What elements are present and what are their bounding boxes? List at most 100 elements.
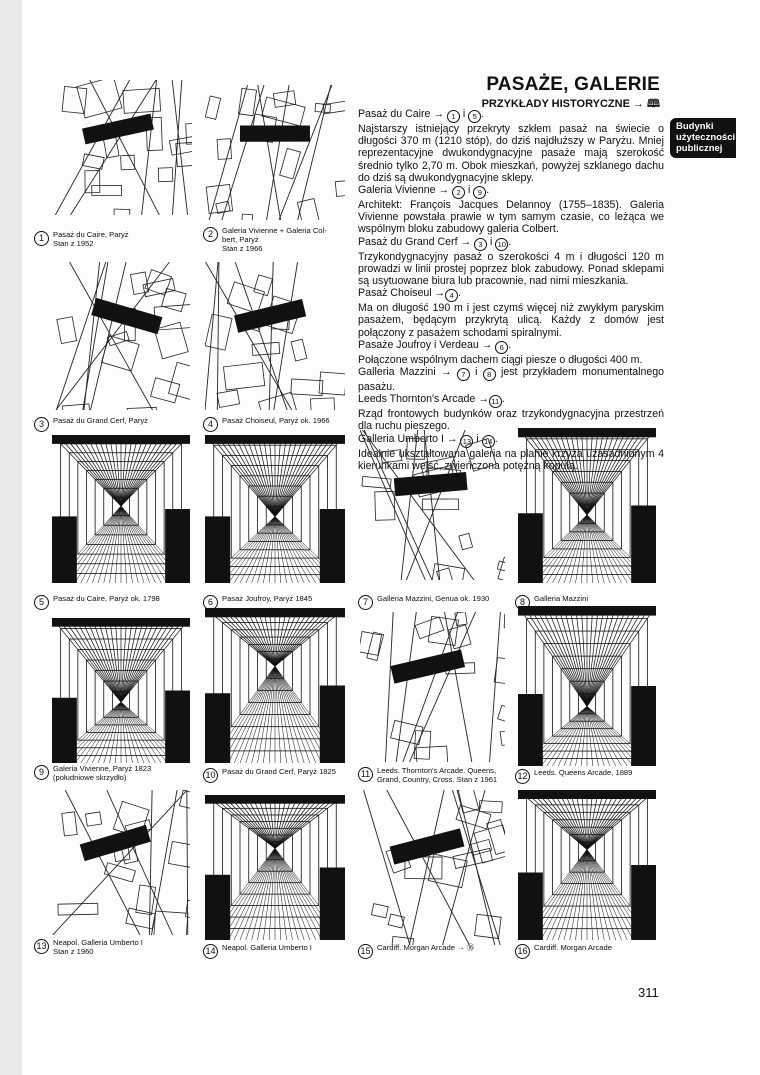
building-outline [374,490,396,521]
figure-caption-text: Galeria Vivienne + Galeria Col-bert, Par… [222,226,327,253]
arch-frame [77,649,165,741]
section-text: Architekt: François Jacques Delannoy (17… [358,199,664,236]
arch-frame [560,826,614,884]
figure-number: 14 [203,944,218,959]
site-plan-drawing [52,790,190,935]
caption-line: Pasaż Joufroy, Paryż 1845 [222,594,313,603]
caption-line: Galleria Mazzini [534,594,589,603]
page-subtitle: PRZYKŁADY HISTORYCZNE → 🕮 [481,98,660,110]
building-outline [150,377,181,404]
building-outline [427,615,459,646]
caption-line: Pasaż Choiseul, Paryż ok. 1966 [222,416,330,425]
arch-frame [552,819,622,896]
arch-frame [248,643,302,703]
site-plan-drawing [360,430,505,580]
section-text: Trzykondygnacyjny pasaż o szerokości 4 m… [358,250,664,288]
arch-frame [103,680,139,718]
shadow-right [631,505,656,583]
caption-line: Neapol. Galleria Umberto I [222,943,312,952]
building-outline [497,556,505,580]
arch-frame [230,465,320,559]
figure-ref: 5 [468,110,482,123]
site-plan-drawing [205,85,345,220]
building-outline [474,913,502,939]
shadow-top [205,795,345,804]
building-outline [370,903,389,919]
street-line [205,262,293,410]
building-outline [422,498,459,511]
building-outline [61,85,88,115]
caption-line: Pasaż du Caire, Paryż ok. 1798 [53,594,160,603]
figure-ref: 1 [446,110,460,123]
arch-frame [68,452,174,565]
street-line [70,80,157,215]
arch-frame [111,496,131,517]
building-outline [61,811,78,837]
building-outline [296,198,321,220]
figure-number: 3 [34,417,49,432]
figure-number: 13 [34,939,49,954]
drawing-svg [518,606,656,766]
site-plan-drawing [205,262,345,410]
site-plan-drawing [52,262,190,410]
street-line [278,85,333,220]
building-outline [129,271,150,295]
street-line [442,790,486,945]
drawing-svg [205,608,345,763]
drawing-svg [360,430,505,580]
building-outline [125,907,156,930]
arcade-perspective-drawing [205,435,345,583]
shadow-left [518,872,543,940]
building-outline [126,406,158,410]
section-heading-text: Pasaż du Caire → [358,108,447,120]
drawing-svg [518,428,656,583]
building-outline [473,824,505,864]
shadow-right [319,509,345,583]
figure-number: 7 [358,595,373,610]
building-outline [179,790,190,811]
shadow-top [518,606,656,616]
figure-caption-text: Pasaż du Caire, Paryż ok. 1798 [53,594,160,603]
section-heading-text: Galeria Vivienne → [358,184,453,197]
shadow-left [205,693,231,763]
caption-line: Grand, Country, Cross. Stan z 1961 [377,775,498,784]
building-outline [470,838,493,856]
building-outline [456,790,480,814]
arcade-footprint [91,297,163,335]
section-heading: Galleria Mazzini → 7 i 8 jest przykładem… [358,366,665,394]
arch-frame [569,680,605,722]
building-outline [427,853,468,889]
arch-frame [230,814,320,906]
street-line [151,790,178,935]
shadow-top [205,608,345,618]
street-line [363,790,411,945]
arcade-perspective-drawing [205,608,345,763]
arch-frame [86,470,156,545]
street-line [69,262,153,410]
figure-caption: 14 Neapol. Galleria Umberto I [203,943,312,959]
drawing-svg [54,80,192,215]
figure-ref: 8 [482,368,496,382]
shadow-right [631,865,656,940]
shadow-right [319,685,345,763]
arch-frame [577,503,597,524]
caption-line: Galeria Vivienne, Paryż 1823 [53,764,152,773]
caption-line: bert, Paryż [222,235,259,244]
figure-caption-text: Leeds. Queens Arcade, 1889 [534,768,632,777]
figure-ref: 7 [456,368,470,382]
building-outline [361,476,392,490]
section-heading: Leeds Thornton's Arcade →11. [358,393,505,409]
building-outline [185,899,190,920]
street-line [148,790,153,935]
section-heading-text: Pasaż Choiseul → [358,287,446,300]
arch-frame [239,821,311,895]
street-line [457,790,496,945]
street-line [52,790,188,935]
building-outline [157,167,174,183]
section-tab-line: Budynki [676,121,714,132]
arch-frame [248,827,302,884]
